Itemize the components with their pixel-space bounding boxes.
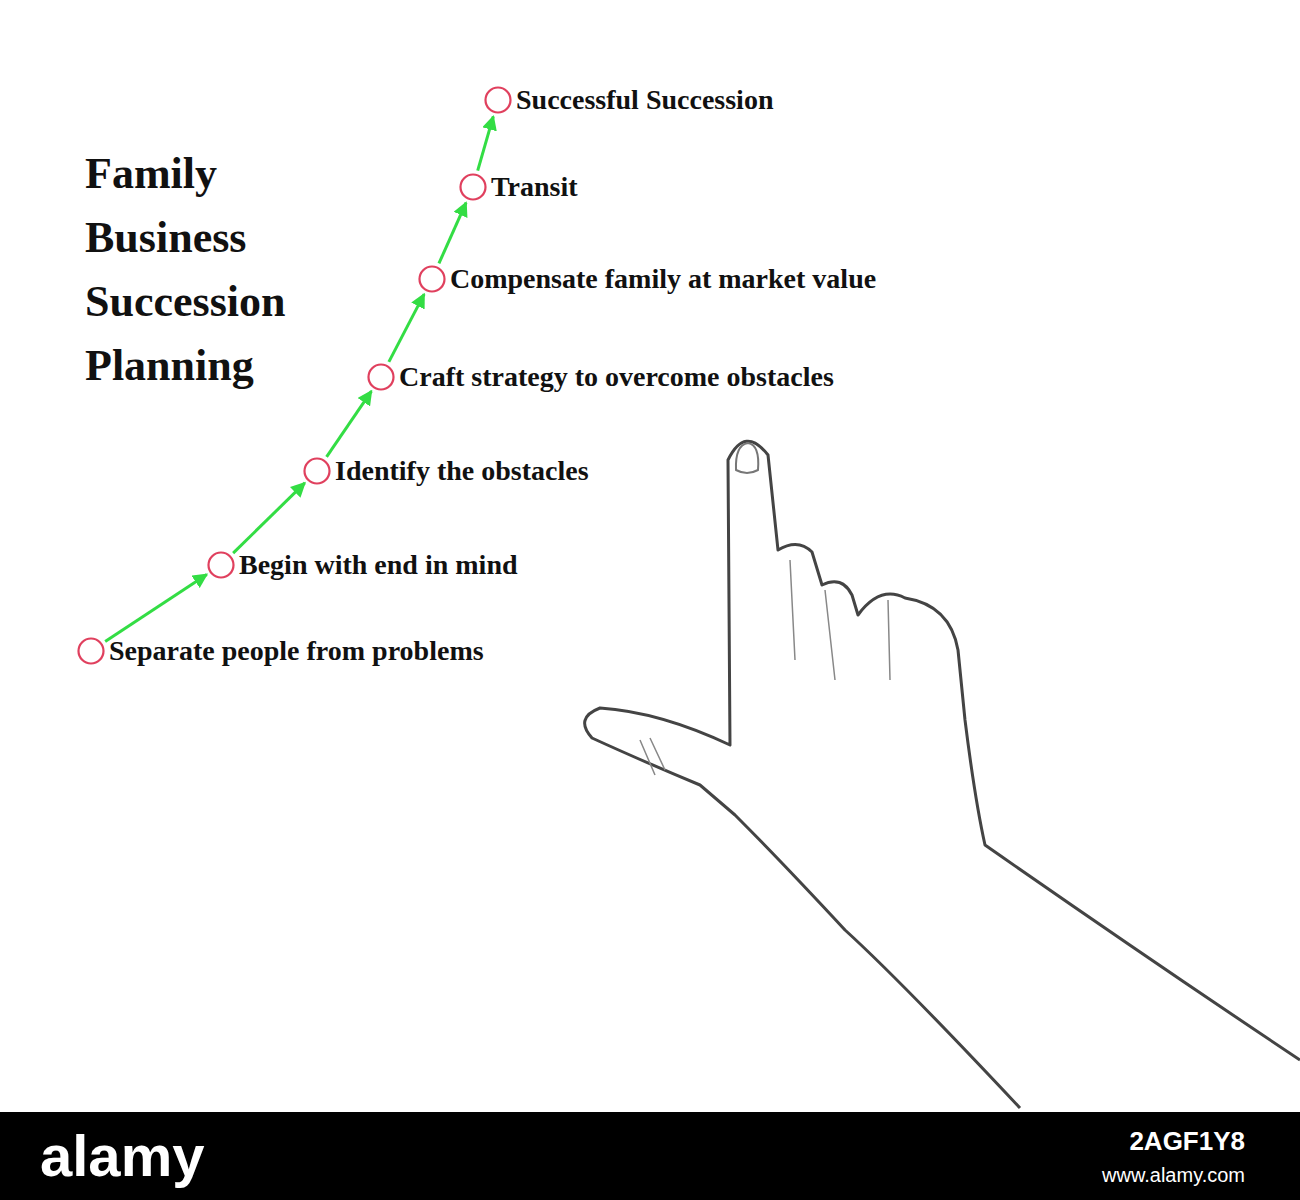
step-label: Identify the obstacles (335, 455, 589, 487)
watermark-text: www.alamy.com (1102, 1164, 1245, 1187)
finger-crease (640, 560, 890, 775)
footer-bar (0, 1112, 1300, 1200)
watermark-text: 2AGF1Y8 (1129, 1126, 1245, 1157)
flow-arrow (327, 391, 372, 457)
circle-outline (303, 457, 331, 485)
step-circle: Identify the obstacles (303, 457, 331, 485)
flow-arrow (389, 294, 424, 362)
step-circle: Begin with end in mind (207, 551, 235, 579)
step-label: Separate people from problems (109, 635, 484, 667)
circle-outline (77, 637, 105, 665)
step-circle: Craft strategy to overcome obstacles (367, 363, 395, 391)
step-circle: Transit (459, 173, 487, 201)
step-circle: Separate people from problems (77, 637, 105, 665)
circle-outline (484, 86, 512, 114)
circle-outline (207, 551, 235, 579)
step-label: Compensate family at market value (450, 263, 876, 295)
flow-arrow (439, 203, 466, 264)
circle-outline (418, 265, 446, 293)
fingernail (736, 443, 758, 473)
circle-outline (367, 363, 395, 391)
step-circle: Compensate family at market value (418, 265, 446, 293)
flow-arrow (478, 116, 494, 170)
step-label: Transit (491, 171, 578, 203)
step-circle: Successful Succession (484, 86, 512, 114)
step-label: Craft strategy to overcome obstacles (399, 361, 834, 393)
flow-arrow (233, 483, 305, 553)
watermark-text: alamy (40, 1122, 204, 1189)
hand-outline (585, 441, 1300, 1108)
step-label: Begin with end in mind (239, 549, 518, 581)
diagram-title: Family Business Succession Planning (85, 142, 385, 398)
step-label: Successful Succession (516, 84, 773, 116)
circle-outline (459, 173, 487, 201)
flow-arrow (105, 574, 207, 641)
